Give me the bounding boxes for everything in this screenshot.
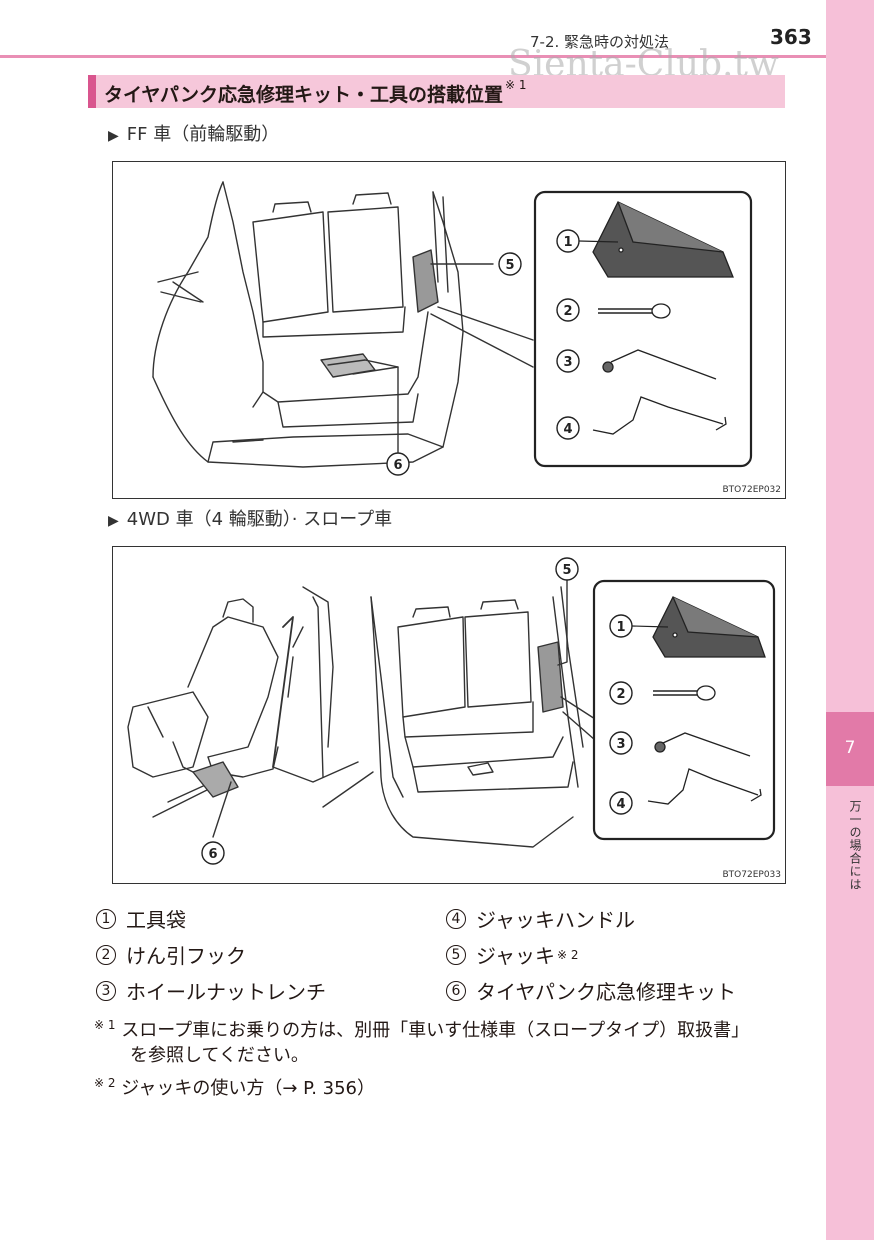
footnote-1-mark: ※ 1 [94,1018,116,1032]
footnote-1: ※ 1 スロープ車にお乗りの方は、別冊「車いす仕様車（スロープタイプ）取扱書」 … [94,1013,749,1068]
legend-item: 5 ジャッキ※ 2 [446,940,579,969]
figure-ff-illustration: 1 2 3 4 5 6 [152,181,753,476]
figure-ff-code: BTO72EP032 [722,485,782,495]
chapter-tab-active[interactable] [826,712,874,786]
legend-label: ホイールナットレンチ [126,980,326,1004]
figure-4wd-code: BTO72EP033 [722,870,782,880]
legend-label: タイヤパンク応急修理キット [476,980,736,1004]
fig2-callout-2: 2 [616,687,625,702]
legend-item: 4 ジャッキハンドル [446,904,635,933]
title-note-mark: ※ 1 [505,78,527,92]
footnote-1-text-cont: を参照してください。 [130,1045,309,1066]
legend-label: ジャッキハンドル [476,908,635,932]
figure-4wd-illustration: 1 2 3 4 5 6 [127,557,776,865]
legend-item: 3 ホイールナットレンチ [96,976,326,1005]
legend-item: 6 タイヤパンク応急修理キット [446,976,736,1005]
triangle-icon: ▶ [108,513,119,529]
subheading-ff-label: FF 車（前輪駆動） [126,124,280,145]
side-tab [826,0,874,1240]
page-number: 363 [770,25,812,49]
legend-label: 工具袋 [126,908,186,932]
legend-number: 1 [96,908,116,929]
header-rule [0,55,826,58]
footnote-2-mark: ※ 2 [94,1076,116,1090]
figure-ff: 1 2 3 4 5 6 BTO72EP032 [112,161,786,499]
footnote-2: ※ 2 ジャッキの使い方（→ P. 356） [94,1071,375,1101]
subheading-4wd: ▶ 4WD 車（4 輪駆動）· スロープ車 [108,505,392,531]
header-section: 7-2. 緊急時の対処法 [530,33,670,51]
legend-number: 4 [446,908,466,929]
fig1-callout-6: 6 [393,458,402,473]
legend-number: 5 [446,944,466,965]
section-title: タイヤパンク応急修理キット・工具の搭載位置※ 1 [104,78,527,107]
legend-item: 2 けん引フック [96,940,246,969]
legend-number: 3 [96,980,116,1001]
legend-note-mark: ※ 2 [557,947,579,962]
legend-number: 2 [96,944,116,965]
title-band [88,75,785,108]
fig2-callout-4: 4 [616,797,625,812]
subheading-4wd-label: 4WD 車（4 輪駆動）· スロープ車 [126,509,393,530]
legend-label: けん引フック [126,944,246,968]
triangle-icon: ▶ [108,128,119,144]
fig2-callout-3: 3 [616,737,625,752]
fig1-callout-2: 2 [563,304,572,319]
fig1-callout-5: 5 [505,258,514,273]
title-accent [88,75,96,108]
chapter-label: 万一の場合には [848,800,862,891]
section-title-text: タイヤパンク応急修理キット・工具の搭載位置 [104,84,504,106]
fig2-callout-1: 1 [616,620,625,635]
footnote-2-text: ジャッキの使い方（→ P. 356） [121,1078,376,1099]
fig1-callout-4: 4 [563,422,572,437]
fig1-callout-3: 3 [563,355,572,370]
chapter-number: 7 [844,738,856,758]
figure-4wd: 1 2 3 4 5 6 BTO72EP033 [112,546,786,884]
legend-number: 6 [446,980,466,1001]
fig2-callout-5: 5 [562,563,571,578]
footnote-1-text: スロープ車にお乗りの方は、別冊「車いす仕様車（スロープタイプ）取扱書」 [121,1020,750,1041]
legend-label: ジャッキ [476,944,555,968]
fig2-callout-6: 6 [208,847,217,862]
fig1-callout-1: 1 [563,235,572,250]
legend-item: 1 工具袋 [96,904,186,933]
subheading-ff: ▶ FF 車（前輪駆動） [108,120,279,146]
